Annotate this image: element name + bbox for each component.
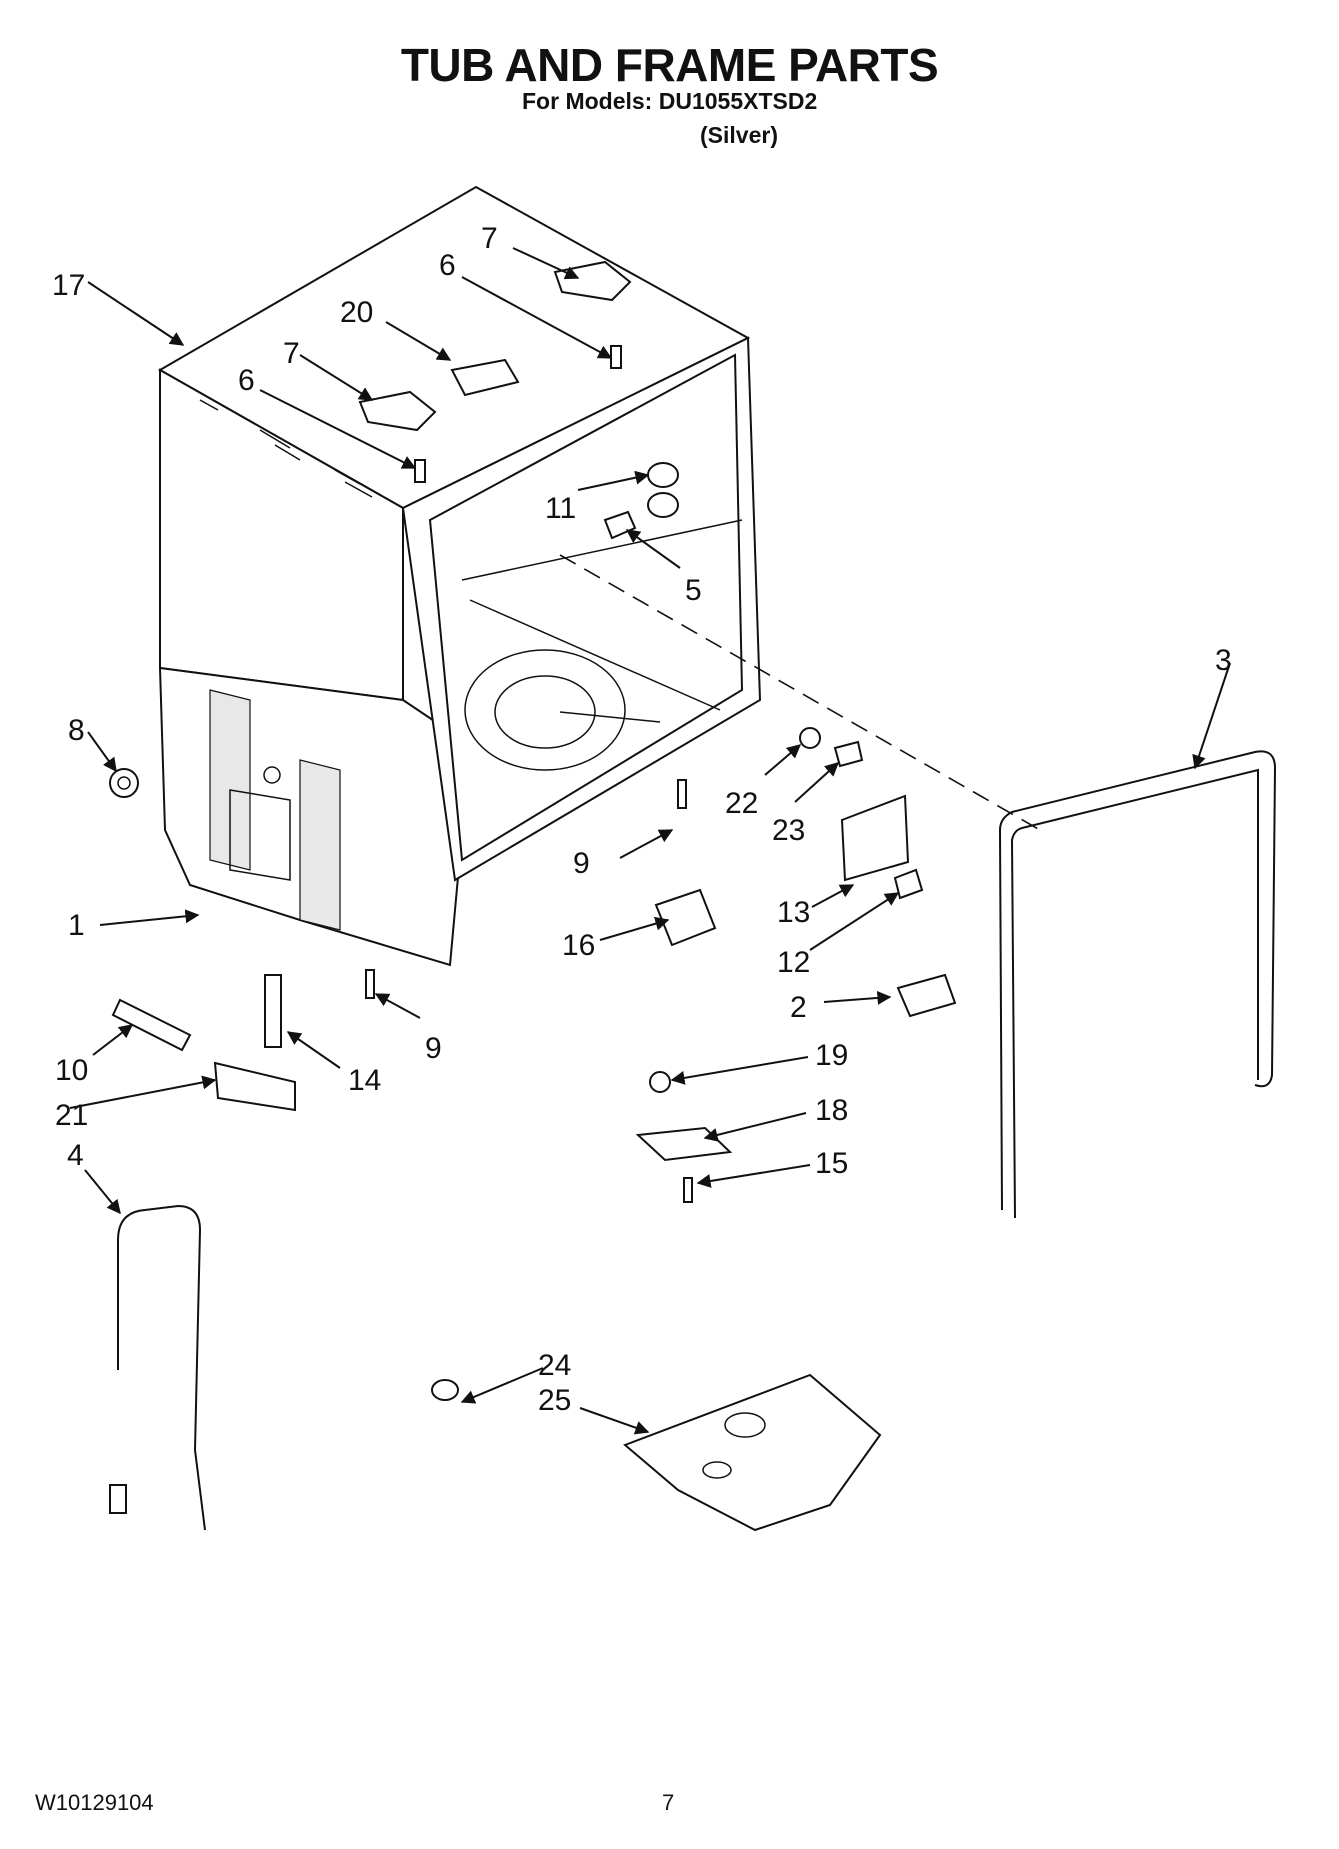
callout-7-lower: 7: [283, 337, 300, 370]
leader-lines: [69, 247, 1231, 1435]
callout-7-upper: 7: [481, 222, 498, 255]
part-8: [109, 768, 139, 798]
callout-11: 11: [545, 492, 576, 525]
callout-17: 17: [52, 269, 85, 302]
callout-4: 4: [67, 1139, 84, 1172]
part-25-bag: [623, 1373, 882, 1532]
part-19: [649, 1071, 671, 1093]
part-20: [450, 358, 520, 397]
callout-20: 20: [340, 296, 373, 329]
callout-9-upper: 9: [573, 847, 590, 880]
callout-1: 1: [68, 909, 85, 942]
callout-21: 21: [55, 1099, 88, 1132]
models-line: For Models: DU1055XTSD2: [522, 88, 818, 114]
part-4-end: [109, 1484, 127, 1514]
page-number: 7: [662, 1790, 675, 1815]
part-5: [603, 510, 637, 540]
callout-8: 8: [68, 714, 85, 747]
part-24: [431, 1379, 459, 1401]
callout-numbers: 17 7 6 20 7 6 11 5 3 8 1 9 22 23 13 12 1…: [52, 222, 1232, 1417]
page-title: TUB AND FRAME PARTS: [400, 39, 939, 91]
part-9-upper: [677, 779, 687, 809]
part-22: [799, 727, 821, 749]
callout-6-upper: 6: [439, 249, 456, 282]
callout-18: 18: [815, 1094, 848, 1127]
callout-13: 13: [777, 896, 810, 929]
part-10: [111, 998, 192, 1052]
part-9-lower: [365, 969, 375, 999]
part-21: [213, 1061, 296, 1112]
part-7-lower: [358, 390, 437, 432]
callout-2: 2: [790, 991, 807, 1024]
document-number: W10129104: [35, 1790, 154, 1815]
part-18: [635, 1126, 733, 1162]
callout-23: 23: [772, 814, 805, 847]
callout-15: 15: [815, 1147, 848, 1180]
part-15: [683, 1177, 693, 1203]
part-6-lower: [414, 459, 426, 483]
callout-25: 25: [538, 1384, 571, 1417]
callout-10: 10: [55, 1054, 88, 1087]
callout-14: 14: [348, 1064, 381, 1097]
callout-22: 22: [725, 787, 758, 820]
part-11-lower: [647, 492, 679, 518]
callout-9-lower: 9: [425, 1032, 442, 1065]
part-11-upper: [647, 462, 679, 488]
callout-5: 5: [685, 574, 702, 607]
part-14: [264, 974, 282, 1048]
part-12: [893, 868, 924, 900]
callout-12: 12: [777, 946, 810, 979]
callout-16: 16: [562, 929, 595, 962]
part-4-hose: [117, 1204, 206, 1531]
part-2: [896, 973, 957, 1018]
part-23: [833, 740, 864, 768]
part-6-upper: [610, 345, 622, 369]
callout-24: 24: [538, 1349, 571, 1382]
variant-label: (Silver): [700, 122, 778, 148]
part-13: [840, 794, 910, 882]
callout-19: 19: [815, 1039, 848, 1072]
callout-3: 3: [1215, 644, 1232, 677]
callout-6-lower: 6: [238, 364, 255, 397]
part-3-gasket: [998, 750, 1277, 1211]
part-16: [654, 888, 717, 947]
